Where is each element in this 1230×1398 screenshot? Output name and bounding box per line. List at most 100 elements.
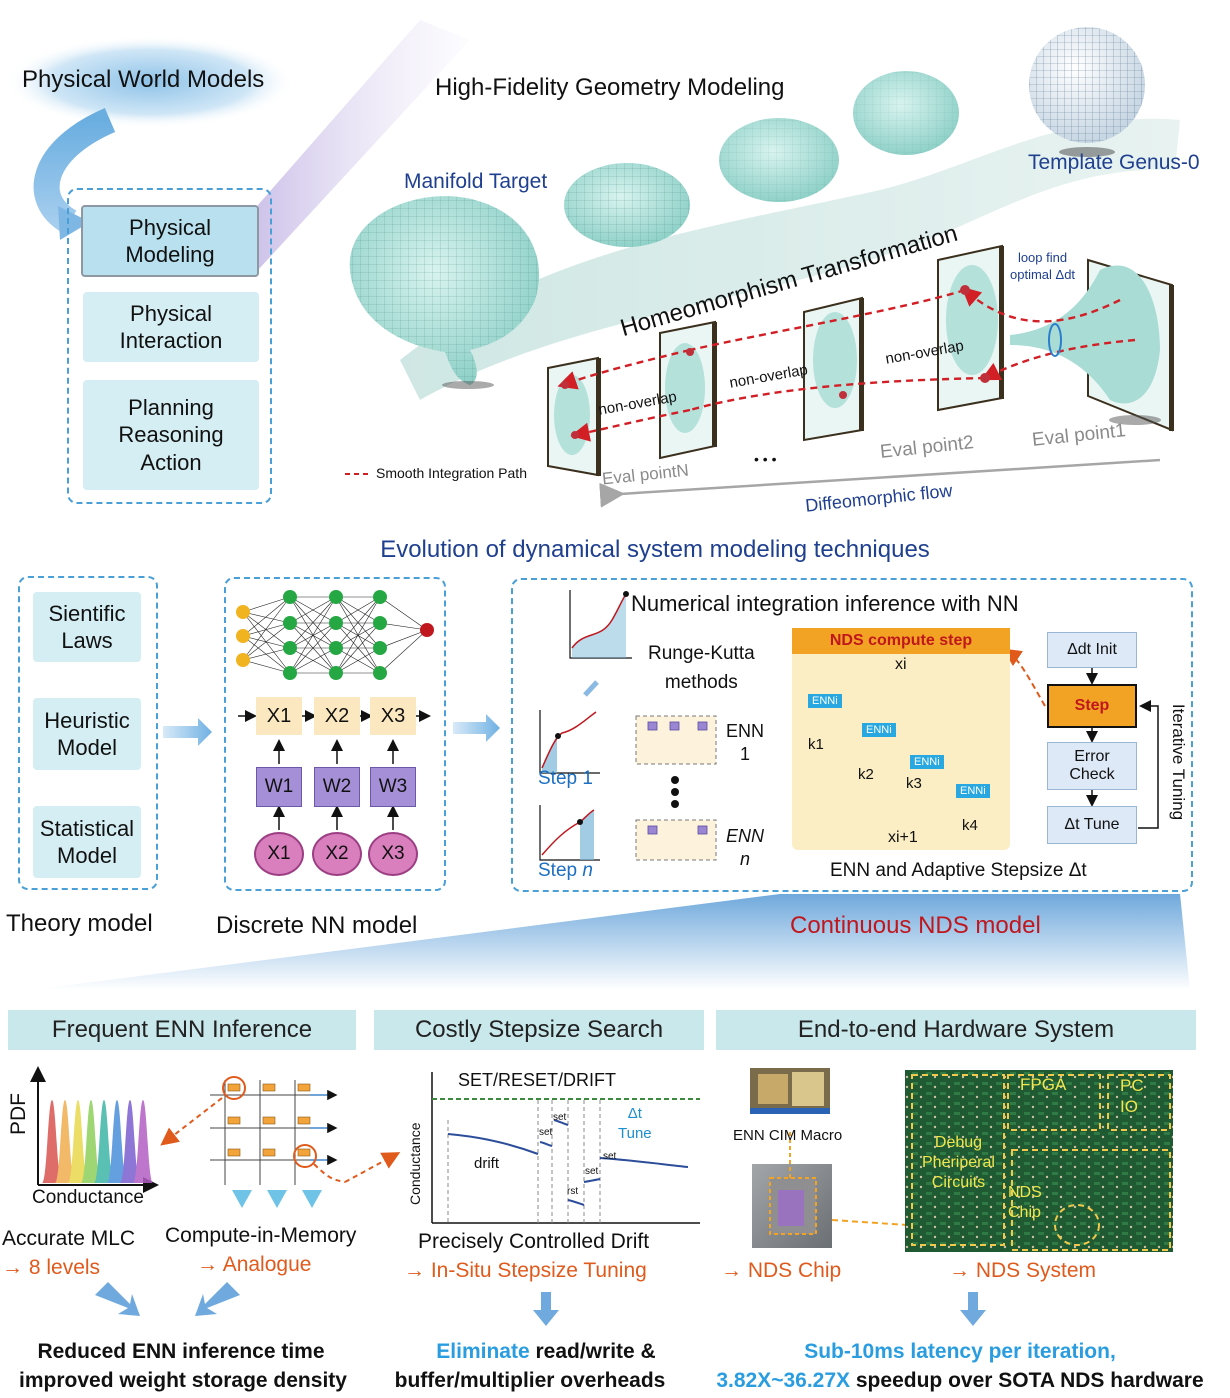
manifold-target-label: Manifold Target — [404, 170, 548, 193]
frame-5 — [1010, 258, 1174, 432]
pdf-axis-label: PDF — [7, 1093, 30, 1135]
nds-system-label: → NDS System — [949, 1259, 1097, 1282]
drift-label: drift — [474, 1155, 500, 1172]
enn-adaptive-label: ENN and Adaptive Stepsize Δt — [830, 860, 1087, 881]
result2-line2: buffer/multiplier overheads — [394, 1369, 666, 1392]
result3-line1: Sub-10ms latency per iteration, — [804, 1340, 1116, 1363]
k2-label: k2 — [858, 766, 874, 783]
enni-tag-1: ENNi — [808, 694, 842, 708]
x-node-1: X1 — [256, 697, 302, 735]
cim-label: Compute-in-Memory — [165, 1224, 357, 1247]
step-box: Step — [1047, 684, 1137, 728]
continuous-nds-label: Continuous NDS model — [790, 912, 1041, 939]
set-label-2: set — [553, 1112, 567, 1123]
result3-line2: 3.82X~36.27X speedup over SOTA NDS hardw… — [716, 1369, 1204, 1392]
w-node-1: W1 — [256, 767, 302, 807]
iterative-tuning-label: Iterative Tuning — [1169, 703, 1189, 821]
result1-line2: improved weight storage density — [19, 1369, 347, 1392]
input-node-3: X3 — [368, 832, 418, 876]
enn1-label: ENN 1 — [726, 721, 765, 765]
accurate-mlc-label: Accurate MLC — [2, 1227, 136, 1250]
theory-model-label: Theory model — [6, 910, 153, 937]
rk-plot-top — [569, 590, 632, 659]
result2-line1: Eliminate read/write & — [436, 1340, 656, 1363]
insitu-tuning-label: → In-Situ Stepsize Tuning — [404, 1259, 647, 1282]
input-node-1: X1 — [254, 832, 304, 876]
stepn-label: Step n — [538, 860, 593, 881]
nn-edges — [242, 596, 428, 674]
nds-compute-step-box — [792, 628, 1010, 850]
w-node-2: W2 — [314, 767, 360, 807]
conductance-axis-label: Conductance — [32, 1187, 144, 1208]
k4-label: k4 — [962, 817, 978, 834]
head-costly-stepsize: Costly Stepsize Search — [374, 1010, 704, 1050]
dt-init-box: Δdt Init — [1047, 632, 1137, 668]
board-nds-chip-label: NDS Chip — [1008, 1184, 1042, 1221]
eight-levels-label: → 8 levels — [2, 1256, 101, 1279]
top-graphics — [5, 20, 1180, 508]
numint-box — [511, 578, 1193, 892]
dt-tune-chart-label: Δt Tune — [618, 1105, 652, 1142]
theory-scientific-laws: Sientific Laws — [33, 592, 141, 662]
x-node-3: X3 — [370, 697, 416, 735]
mlc-peaks — [42, 1100, 153, 1183]
w-node-3: W3 — [370, 767, 416, 807]
input-node-2: X2 — [312, 832, 362, 876]
rk-plot-step1 — [539, 710, 600, 774]
bottom-graphics — [30, 1066, 1173, 1326]
theory-box — [18, 576, 158, 890]
set-reset-title: SET/RESET/DRIFT — [458, 1070, 617, 1090]
rk-methods-label: Runge-Kutta methods — [648, 643, 755, 693]
nds-chip-label: → NDS Chip — [721, 1259, 842, 1282]
pc-io-label: PC IO — [1120, 1076, 1144, 1117]
frame-4 — [937, 244, 1004, 412]
head-end-to-end: End-to-end Hardware System — [716, 1010, 1196, 1050]
x-node-2: X2 — [314, 697, 360, 735]
menu-physical-modeling[interactable]: Physical Modeling — [81, 205, 259, 277]
enni-tag-4: ENNi — [956, 784, 990, 798]
set-label-4: set — [603, 1151, 617, 1162]
conductance-y-label: Conductance — [407, 1122, 423, 1205]
discrete-nn-label: Discrete NN model — [216, 912, 418, 939]
result1-line1: Reduced ENN inference time — [37, 1340, 325, 1363]
ellipsis-dots: • • • — [754, 451, 777, 467]
enni-tag-2: ENNi — [862, 723, 896, 737]
nds-step-title: NDS compute step — [792, 628, 1010, 654]
head-frequent-enn: Frequent ENN Inference — [8, 1010, 356, 1050]
fpga-label: FPGA — [1020, 1075, 1067, 1094]
set-label-1: set — [539, 1127, 553, 1138]
analogue-label: → Analogue — [197, 1253, 312, 1276]
frame-2 — [659, 320, 717, 460]
pwm-title: Physical World Models — [22, 66, 265, 93]
xi1-label: xi+1 — [888, 829, 918, 846]
frame-3 — [803, 296, 864, 442]
precise-drift-label: Precisely Controlled Drift — [418, 1230, 650, 1253]
set-label-3: set — [585, 1166, 599, 1177]
error-check-box: Error Check — [1047, 742, 1137, 790]
evolution-title: Evolution of dynamical system modeling t… — [380, 536, 930, 563]
theory-statistical-model: Statistical Model — [33, 806, 141, 878]
xi-label: xi — [895, 656, 907, 673]
rk-plot-stepn — [539, 805, 600, 861]
theory-heuristic-model: Heuristic Model — [33, 698, 141, 770]
step1-label: Step 1 — [538, 768, 593, 789]
k3-label: k3 — [906, 775, 922, 792]
menu-physical-interaction[interactable]: Physical Interaction — [83, 292, 259, 362]
template-genus-label: Template Genus-0 — [1028, 151, 1200, 174]
nn-nodes — [236, 590, 434, 680]
smooth-path-legend: Smooth Integration Path — [376, 465, 527, 481]
loop-find-label: loop find optimal Δdt — [1010, 250, 1076, 282]
k1-label: k1 — [808, 736, 824, 753]
enn-cim-macro-label: ENN CIM Macro — [733, 1127, 843, 1144]
dt-tune-box: Δt Tune — [1047, 806, 1137, 844]
wedge-graphics — [30, 894, 1190, 990]
enni-tag-3: ENNi — [910, 755, 944, 769]
crossbar — [210, 1080, 330, 1185]
menu-planning-reasoning-action[interactable]: Planning Reasoning Action — [83, 380, 259, 490]
debug-circuits-label: Debug Pheriperal Circuits — [922, 1134, 995, 1191]
ennn-label: ENN n — [726, 826, 765, 870]
rst-label: rst — [567, 1186, 579, 1197]
middle-graphics: + + + + — [163, 590, 1159, 861]
numint-title: Numerical integration inference with NN — [631, 591, 1019, 616]
pwm-menu-box — [67, 188, 272, 504]
